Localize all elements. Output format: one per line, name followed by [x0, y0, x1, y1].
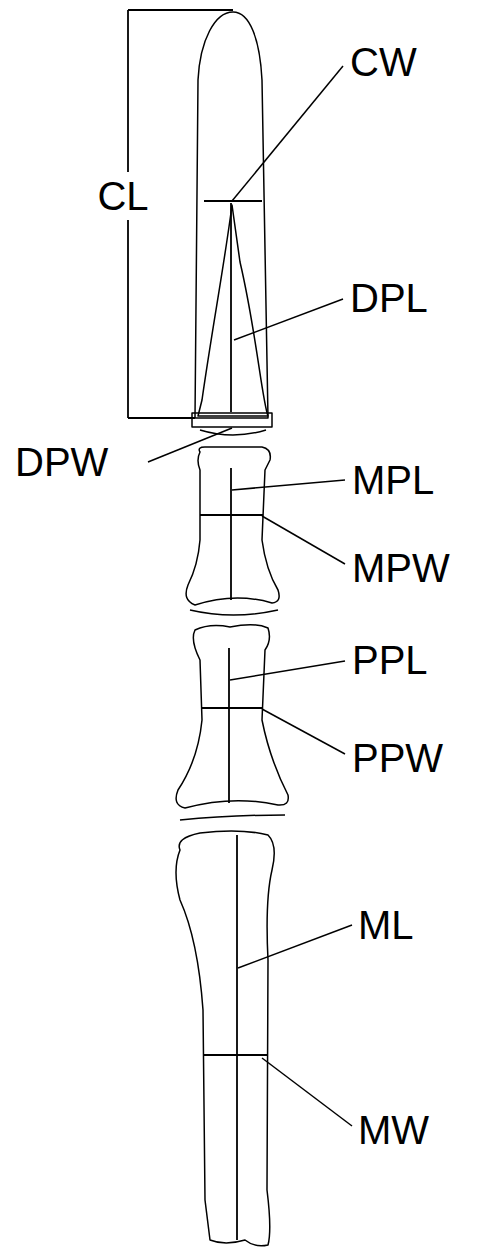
part-label: CW — [350, 42, 417, 82]
mw-line — [204, 1054, 267, 1056]
cl-bracket — [128, 417, 195, 419]
leader-line — [148, 428, 232, 462]
part-label: PPW — [352, 738, 443, 778]
leader-line — [262, 709, 345, 754]
mpl-line — [230, 468, 232, 600]
ppw-line — [202, 707, 263, 709]
ppl-line — [228, 648, 230, 803]
part-label: PPL — [352, 640, 428, 680]
leader-line — [262, 516, 345, 564]
part-label: ML — [358, 905, 414, 945]
part-label: MPL — [352, 460, 434, 500]
joint-curve — [200, 430, 266, 435]
joint-curve — [190, 610, 278, 615]
part-label: CL — [95, 172, 150, 220]
joint-curve — [180, 815, 285, 820]
claw-sheath — [195, 12, 268, 418]
leader-line — [232, 480, 345, 490]
leader-line — [232, 66, 343, 201]
part-label: MPW — [352, 548, 450, 588]
leader-line — [230, 661, 345, 680]
dpw-box — [192, 413, 272, 427]
middle-phalanx — [186, 447, 279, 605]
leader-line — [262, 1058, 352, 1126]
part-label: DPW — [15, 442, 108, 482]
cl-bracket — [128, 9, 233, 11]
mpw-line — [200, 514, 263, 516]
proximal-phalanx — [176, 625, 288, 808]
metacarpal — [176, 831, 274, 1246]
leader-line — [234, 299, 343, 340]
part-label: DPL — [350, 278, 428, 318]
ml-line — [236, 835, 238, 1240]
distal-phalanx — [198, 205, 268, 416]
part-label: MW — [358, 1110, 429, 1150]
leader-line — [238, 925, 352, 968]
dpl-line — [230, 203, 232, 412]
